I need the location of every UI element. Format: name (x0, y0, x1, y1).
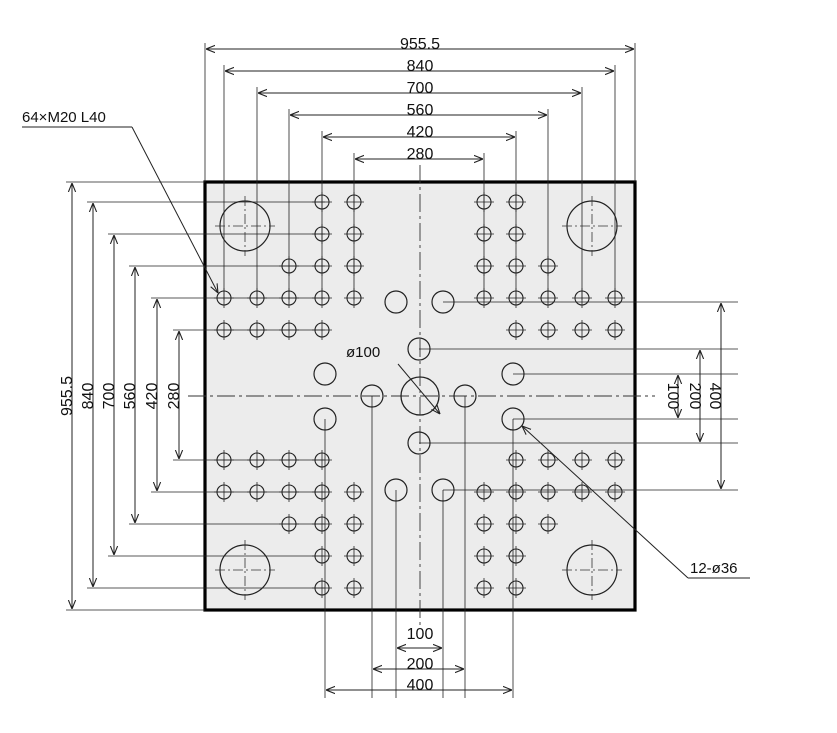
left-dim-label-420: 420 (144, 383, 161, 410)
center-hole-leader (397, 363, 440, 414)
tapped-holes (214, 192, 625, 598)
left-dim-label-840: 840 (80, 383, 97, 410)
top-dim-label-280: 280 (407, 146, 434, 163)
top-dim-label-560: 560 (407, 102, 434, 119)
bottom-dim-label-100: 100 (407, 626, 434, 643)
dimension-lines (72, 49, 721, 690)
top-dim-label-840: 840 (407, 58, 434, 75)
through-hole (431, 478, 455, 502)
through-holes-note: 12-ø36 (690, 560, 738, 577)
through-hole (453, 384, 477, 408)
through-hole (431, 290, 455, 314)
right-dim-label-100: 100 (664, 383, 681, 410)
tapped-holes-leader (131, 126, 218, 293)
through-holes-leader (522, 426, 689, 579)
right-dim-label-400: 400 (706, 383, 723, 410)
through-hole (501, 407, 525, 431)
bottom-dim-label-400: 400 (407, 677, 434, 694)
center-hole-note: ø100 (346, 344, 380, 361)
bottom-dim-label-200: 200 (407, 656, 434, 673)
through-hole (313, 362, 337, 386)
through-hole (313, 407, 337, 431)
through-hole (501, 362, 525, 386)
right-dim-label-200: 200 (686, 383, 703, 410)
tapped-holes-note: 64×M20 L40 (22, 109, 106, 126)
extension-lines (66, 43, 738, 698)
left-dim-label-280: 280 (166, 383, 183, 410)
through-hole (384, 290, 408, 314)
through-holes (215, 196, 622, 600)
through-hole (407, 337, 431, 361)
top-dim-label-420: 420 (407, 124, 434, 141)
through-hole (360, 384, 384, 408)
left-dim-label-700: 700 (101, 383, 118, 410)
left-dim-label-560: 560 (122, 383, 139, 410)
top-dim-label-700: 700 (407, 80, 434, 97)
through-hole (407, 431, 431, 455)
left-dim-label-955: 955.5 (59, 376, 76, 416)
top-dim-label-955: 955.5 (400, 36, 440, 53)
through-hole (384, 478, 408, 502)
center-hole (400, 376, 440, 416)
